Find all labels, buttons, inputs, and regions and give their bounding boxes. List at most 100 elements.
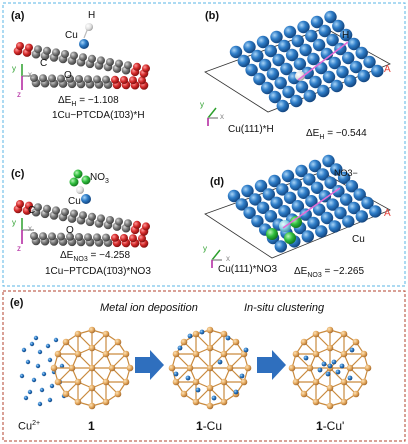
cluster-node — [192, 350, 200, 358]
copper-atom — [256, 35, 270, 49]
cluster-node — [114, 338, 122, 346]
copper-atom — [227, 189, 241, 203]
carbon-atom — [88, 212, 96, 221]
copper-atom — [290, 94, 303, 108]
carbon-atom — [84, 75, 92, 84]
panel-a-molecule — [13, 23, 150, 90]
panel-a-atom-o: O — [64, 70, 72, 81]
cluster-node — [240, 378, 248, 386]
panel-a-atom-h: H — [88, 10, 96, 21]
cluster-node — [220, 398, 228, 406]
cu-ion — [45, 343, 51, 349]
panel-d-axis-x: x — [226, 254, 230, 263]
copper-atom — [328, 220, 341, 233]
adsorbed-cu — [335, 369, 341, 375]
nitrate-oxygen-atom — [73, 169, 83, 179]
adsorbed-cu — [317, 367, 323, 373]
copper-atom — [251, 215, 264, 228]
adsorbed-cu — [327, 363, 333, 369]
copper-atom — [324, 176, 337, 189]
copper-atom — [332, 185, 345, 198]
panel-b-adsorption-vector — [297, 41, 349, 81]
copper-atom — [264, 210, 278, 223]
copper-atom — [345, 180, 359, 193]
oxygen-atom — [138, 234, 146, 243]
copper-atom — [237, 54, 250, 68]
carbon-atom — [84, 233, 92, 242]
copper-atom — [245, 63, 258, 77]
cu-ion — [23, 395, 29, 401]
cluster-1-cu-label: 1-Cu — [196, 419, 223, 433]
cluster-node — [220, 350, 228, 358]
cluster-node — [54, 378, 62, 386]
cluster-node — [102, 378, 110, 386]
panel-d-atom-no3: NO3− — [334, 168, 358, 178]
panel-b-energy: ΔEH = −0.544 — [306, 128, 367, 141]
copper-atom — [299, 208, 312, 221]
cluster-node — [88, 384, 96, 392]
panel-b-axis-x: x — [220, 112, 224, 121]
copper-atom — [353, 188, 366, 201]
oxygen-atom — [111, 233, 119, 242]
panel-a-atom-c: C — [40, 58, 48, 69]
copper-atom — [313, 203, 326, 216]
panel-c-caption: 1Cu−PTCDA(1̄03)*NO3 — [45, 266, 151, 277]
panel-b-atom-h: H — [342, 30, 350, 41]
carbon-atom — [115, 59, 123, 68]
copper-atom — [337, 171, 351, 184]
carbon-atom — [52, 48, 60, 57]
oxygen-atom — [142, 64, 150, 73]
carbon-atom — [48, 232, 56, 241]
step-clustering-label: In-situ clustering — [244, 302, 325, 314]
cluster-1-label: 1 — [88, 419, 95, 433]
adsorbed-cu — [349, 347, 355, 353]
cluster-node — [292, 350, 300, 358]
cluster-node — [312, 378, 320, 386]
panel-d-label: (d) — [210, 176, 225, 188]
adsorbed-cu — [199, 329, 205, 335]
cluster-node — [192, 330, 200, 338]
panel-d-energy: ΔENO3 = −2.265 — [294, 266, 365, 279]
carbon-atom — [52, 206, 60, 215]
carbon-atom — [30, 232, 38, 240]
cluster-node — [180, 338, 188, 346]
adsorbed-cu — [173, 371, 179, 377]
copper-atom — [282, 85, 295, 99]
cluster-node — [312, 330, 320, 338]
arrow-deposition — [135, 350, 164, 380]
cluster-node — [74, 350, 82, 358]
cluster-node — [300, 390, 308, 398]
cluster-node — [102, 330, 110, 338]
copper-atom — [243, 40, 256, 54]
copper-atom — [307, 52, 320, 66]
carbon-atom — [124, 219, 132, 228]
adsorbed-cu — [331, 359, 337, 365]
carbon-atom — [124, 61, 132, 70]
copper-atom — [344, 74, 357, 88]
panel-c-axes — [21, 218, 34, 244]
copper-atom — [320, 47, 334, 61]
cluster-node — [206, 384, 214, 392]
cluster-node — [54, 350, 62, 358]
panel-c-atom-cu: Cu — [68, 196, 81, 207]
copper-atom — [283, 191, 297, 204]
copper-atom — [326, 198, 339, 211]
hydrogen-atom — [295, 71, 305, 81]
cluster-node — [88, 402, 96, 410]
adsorbed-cu — [177, 345, 183, 351]
cluster-node — [206, 326, 214, 334]
cluster-node — [74, 330, 82, 338]
cu-ion — [47, 357, 53, 363]
adsorbed-cu — [225, 335, 231, 341]
cluster-node — [244, 364, 252, 372]
panel-a-atom-cu: Cu — [65, 30, 78, 41]
panel-b-surface — [229, 10, 384, 113]
copper-atom — [283, 25, 297, 39]
copper-atom — [243, 206, 256, 219]
carbon-atom — [88, 54, 96, 63]
cluster-node — [102, 350, 110, 358]
cu-ion — [59, 363, 65, 369]
copper-atom — [322, 154, 335, 168]
cluster-node — [102, 398, 110, 406]
panel-d-axes — [211, 249, 222, 268]
